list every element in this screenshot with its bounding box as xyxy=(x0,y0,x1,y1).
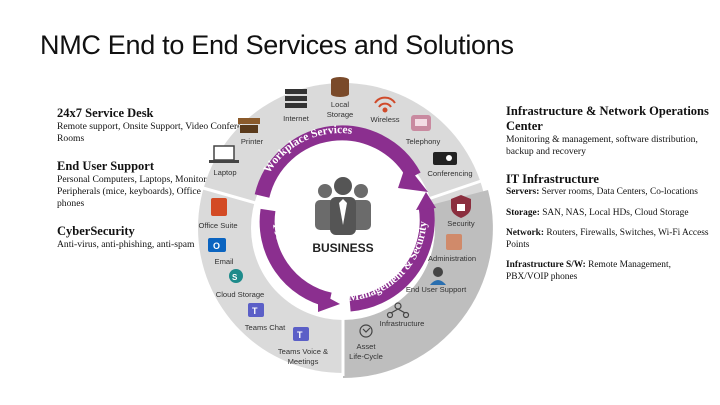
label-email: Email xyxy=(215,257,234,266)
end-user-support-icon xyxy=(430,267,446,285)
service-desk-block: 24x7 Service Desk Remote support, Onsite… xyxy=(57,106,257,145)
label-laptop: Laptop xyxy=(213,168,236,177)
label-teams-chat: Teams Chat xyxy=(245,323,286,332)
center-label: BUSINESS xyxy=(312,241,373,255)
svg-text:O: O xyxy=(213,241,220,251)
label-local-storage-2: Storage xyxy=(327,110,354,119)
administration-icon xyxy=(446,234,462,250)
label-wireless: Wireless xyxy=(370,115,399,124)
infrastructure-icon xyxy=(386,302,410,319)
label-conferencing: Conferencing xyxy=(427,169,472,178)
label-office-suite: Office Suite xyxy=(198,221,237,230)
conferencing-icon xyxy=(433,152,457,165)
storage-text: SAN, NAS, Local HDs, Cloud Storage xyxy=(539,207,689,218)
security-icon xyxy=(451,195,471,218)
arc-left-band xyxy=(259,208,332,308)
label-end-user-support: End User Support xyxy=(406,285,467,294)
label-internet: Internet xyxy=(283,114,310,123)
office-suite-icon xyxy=(211,198,227,216)
label-printer: Printer xyxy=(241,137,264,146)
noc-block: Infrastructure & Network Operations Cent… xyxy=(506,104,711,158)
label-local-storage-1: Local xyxy=(331,100,349,109)
noc-heading: Infrastructure & Network Operations Cent… xyxy=(506,104,709,133)
infra-sw-key: Infrastructure S/W: xyxy=(506,260,586,270)
infra-sw-item: Infrastructure S/W: Remote Management, P… xyxy=(506,260,711,283)
business-people-icon xyxy=(315,177,371,235)
network-text: Routers, Firewalls, Switches, Wi-Fi Acce… xyxy=(506,228,709,250)
label-cloud-storage: Cloud Storage xyxy=(216,290,265,299)
service-desk-text: Remote support, Onsite Support, Video Co… xyxy=(57,121,255,144)
label-telephony: Telephony xyxy=(406,137,441,146)
asset-lifecycle-icon xyxy=(359,324,373,338)
end-user-support-text: Personal Computers, Laptops, Monitors, P… xyxy=(57,174,234,209)
arrowhead-right xyxy=(416,192,436,210)
label-security: Security xyxy=(447,219,475,228)
infra-sw-text: Remote Management, PBX/VOIP phones xyxy=(506,260,671,282)
servers-item: Servers: Server rooms, Data Centers, Co-… xyxy=(506,187,711,199)
arc-top-band xyxy=(254,125,421,198)
label-asset-1: Asset xyxy=(357,342,377,351)
noc-text: Monitoring & management, software distri… xyxy=(506,134,698,157)
page-title: NMC End to End Services and Solutions xyxy=(40,30,514,60)
arrowhead-left xyxy=(318,292,340,312)
label-teams-voice-2: Meetings xyxy=(288,357,319,366)
wireless-icon xyxy=(374,96,396,113)
email-icon: O xyxy=(208,238,226,252)
local-storage-icon xyxy=(331,77,349,97)
cloud-storage-icon: S xyxy=(229,269,243,283)
laptop-icon xyxy=(209,145,239,163)
right-column: Infrastructure & Network Operations Cent… xyxy=(506,104,711,292)
arc-right-band xyxy=(349,204,435,312)
end-user-support-heading: End User Support xyxy=(57,159,155,173)
teams-chat-icon: T xyxy=(248,303,264,317)
internet-icon xyxy=(285,89,307,108)
end-user-support-block: End User Support Personal Computers, Lap… xyxy=(57,159,257,210)
it-infrastructure-heading: IT Infrastructure xyxy=(506,172,599,186)
network-item: Network: Routers, Firewalls, Switches, W… xyxy=(506,228,711,251)
servers-key: Servers: xyxy=(506,187,540,197)
cybersecurity-text: Anti-virus, anti-phishing, anti-spam xyxy=(57,239,195,250)
cybersecurity-heading: CyberSecurity xyxy=(57,224,135,238)
arrow-ring xyxy=(254,125,435,312)
network-key: Network: xyxy=(506,228,545,238)
svg-text:T: T xyxy=(252,306,258,316)
label-administration: Administration xyxy=(428,254,476,263)
teams-voice-icon: T xyxy=(293,327,309,341)
label-teams-voice-1: Teams Voice & xyxy=(278,347,328,356)
printer-icon xyxy=(238,118,260,133)
label-asset-2: Life-Cycle xyxy=(349,352,383,361)
telephony-icon xyxy=(411,115,431,131)
cybersecurity-block: CyberSecurity Anti-virus, anti-phishing,… xyxy=(57,224,257,251)
label-infrastructure: Infrastructure xyxy=(380,319,425,328)
storage-key: Storage: xyxy=(506,207,540,218)
svg-text:T: T xyxy=(297,330,303,340)
service-desk-heading: 24x7 Service Desk xyxy=(57,106,154,120)
servers-text: Server rooms, Data Centers, Co-locations xyxy=(539,187,698,197)
svg-text:S: S xyxy=(232,273,238,282)
arrowhead-top xyxy=(398,164,428,192)
left-column: 24x7 Service Desk Remote support, Onsite… xyxy=(57,106,257,265)
storage-item: Storage: SAN, NAS, Local HDs, Cloud Stor… xyxy=(506,208,711,220)
